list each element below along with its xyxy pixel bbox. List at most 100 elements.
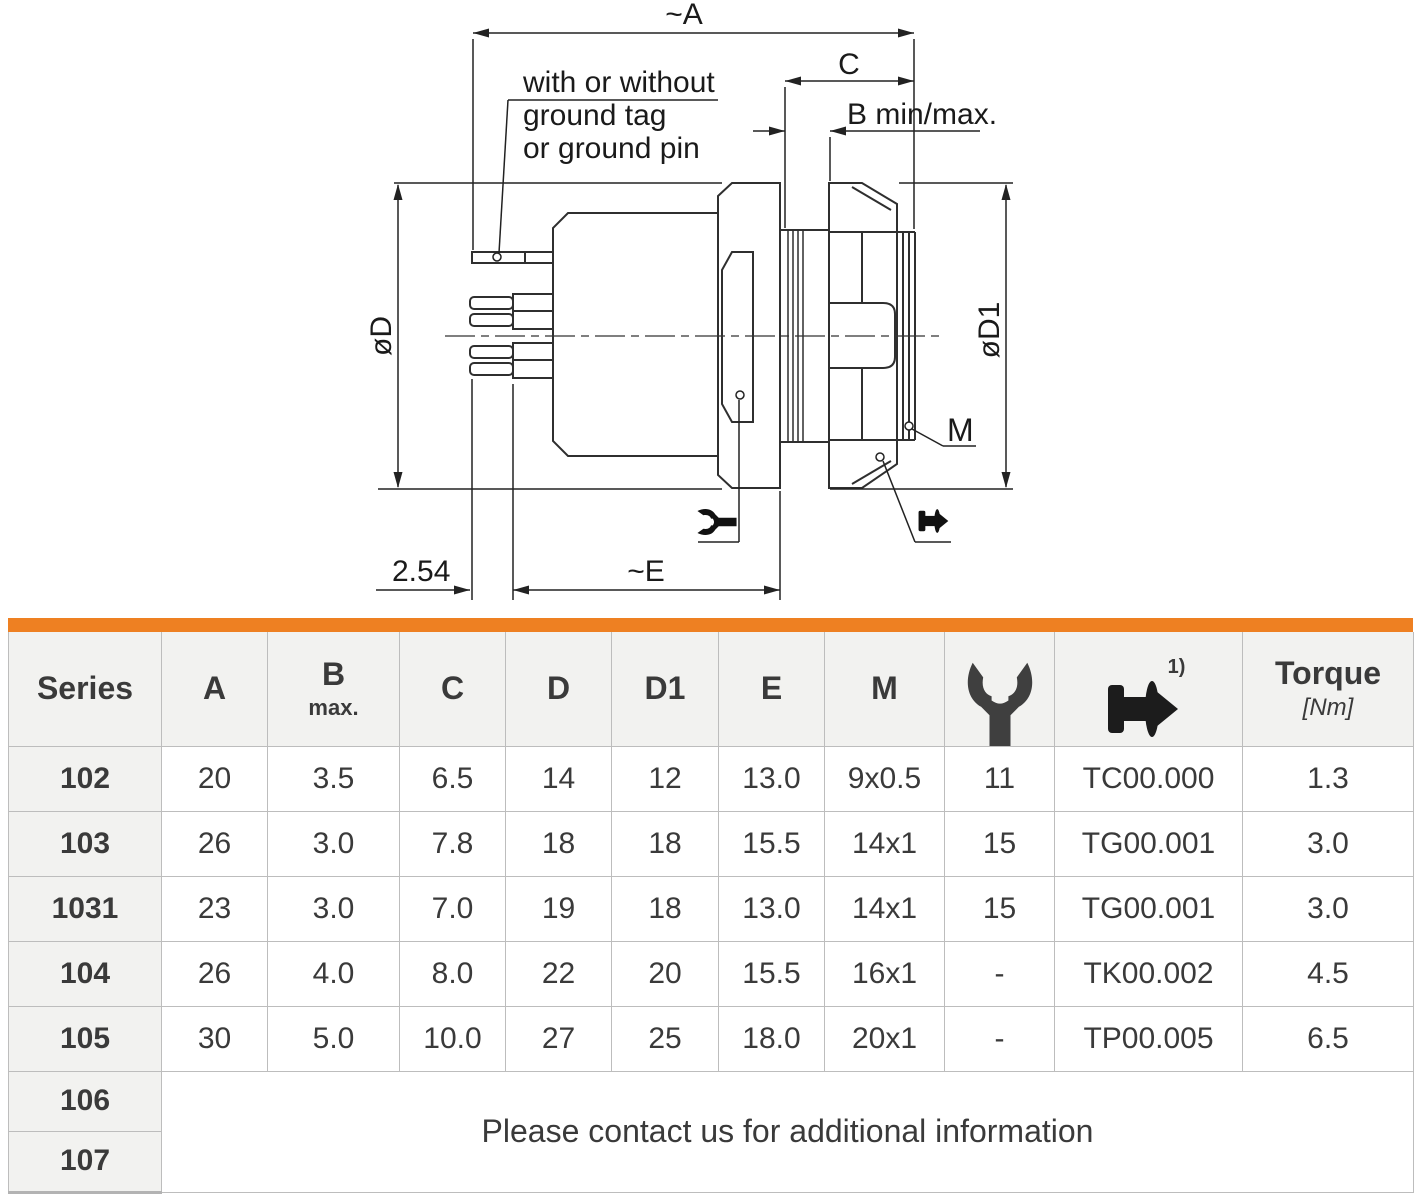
cell-b: 3.0 xyxy=(267,810,400,877)
cell-m: 16x1 xyxy=(824,940,945,1007)
series-cell: 107 xyxy=(8,1130,162,1194)
cell-tool: TC00.000 xyxy=(1054,745,1243,812)
col-header-torque-main: Torque xyxy=(1274,655,1382,692)
series-cell: 102 xyxy=(8,745,162,812)
series-cell: 1031 xyxy=(8,875,162,942)
cell-tool: TG00.001 xyxy=(1054,810,1243,877)
table-row: 104 26 4.0 8.0 22 20 15.5 16x1 - TK00.00… xyxy=(8,940,1414,1007)
cell-d: 18 xyxy=(505,810,612,877)
cell-d1: 18 xyxy=(611,810,719,877)
rear-body xyxy=(552,212,719,457)
col-header-torque: Torque [Nm] xyxy=(1242,632,1414,747)
cell-torque: 6.5 xyxy=(1242,1005,1414,1072)
cell-tool: TK00.002 xyxy=(1054,940,1243,1007)
cell-d: 27 xyxy=(505,1005,612,1072)
col-header-d: D xyxy=(505,632,612,747)
cell-c: 6.5 xyxy=(399,745,506,812)
series-cell: 105 xyxy=(8,1005,162,1072)
cell-a: 26 xyxy=(161,810,268,877)
cell-d: 19 xyxy=(505,875,612,942)
cell-d1: 25 xyxy=(611,1005,719,1072)
cell-e: 15.5 xyxy=(718,810,825,877)
col-header-c: C xyxy=(399,632,506,747)
cell-torque: 3.0 xyxy=(1242,810,1414,877)
table-row: 107 xyxy=(8,1130,1414,1194)
cell-b: 4.0 xyxy=(267,940,400,1007)
cell-m: 14x1 xyxy=(824,875,945,942)
cell-m: 14x1 xyxy=(824,810,945,877)
table-row: 106 Please contact us for additional inf… xyxy=(8,1070,1414,1193)
connector-technical-drawing: ~A C B min/max. with or without ground t… xyxy=(365,0,1013,600)
cell-b: 3.0 xyxy=(267,875,400,942)
series-spec-table: Series A B max. C D D1 E M 1) Torq xyxy=(8,632,1414,1194)
dim-label-c: C xyxy=(838,48,860,81)
note-line-2: ground tag xyxy=(523,99,666,132)
cell-tool: TP00.005 xyxy=(1054,1005,1243,1072)
table-row: 103 26 3.0 7.8 18 18 15.5 14x1 15 TG00.0… xyxy=(8,810,1414,877)
cell-c: 7.8 xyxy=(399,810,506,877)
dia-label-d1: øD1 xyxy=(973,302,1006,359)
dim-label-a: ~A xyxy=(665,0,703,31)
cell-b: 3.5 xyxy=(267,745,400,812)
note-line-1: with or without xyxy=(522,66,715,99)
drawing-canvas: ~A C B min/max. with or without ground t… xyxy=(365,0,1013,600)
cell-tool: TG00.001 xyxy=(1054,875,1243,942)
cell-a: 23 xyxy=(161,875,268,942)
cell-torque: 4.5 xyxy=(1242,940,1414,1007)
dim-label-b: B min/max. xyxy=(847,98,997,131)
cell-wrench: - xyxy=(944,1005,1055,1072)
table-row: 105 30 5.0 10.0 27 25 18.0 20x1 - TP00.0… xyxy=(8,1005,1414,1072)
dimension-lines xyxy=(376,32,1013,600)
cell-c: 10.0 xyxy=(399,1005,506,1072)
dimension-arrows xyxy=(393,28,1011,595)
cell-wrench: 15 xyxy=(944,810,1055,877)
series-cell: 106 xyxy=(8,1070,162,1132)
col-header-a: A xyxy=(161,632,268,747)
cell-e: 15.5 xyxy=(718,940,825,1007)
col-header-e: E xyxy=(718,632,825,747)
footnote-marker: 1) xyxy=(1167,656,1186,679)
leader-points xyxy=(492,252,914,462)
col-header-b: B max. xyxy=(267,632,400,747)
pitch-label: 2.54 xyxy=(392,555,450,588)
series-cell: 103 xyxy=(8,810,162,877)
cell-wrench: 11 xyxy=(944,745,1055,812)
wrench-icon xyxy=(967,662,1032,745)
header-row: Series A B max. C D D1 E M 1) Torq xyxy=(8,632,1414,747)
cell-a: 30 xyxy=(161,1005,268,1072)
col-header-m: M xyxy=(824,632,945,747)
cell-d1: 12 xyxy=(611,745,719,812)
contact-note: Please contact us for additional informa… xyxy=(161,1070,1414,1193)
col-header-tool: 1) xyxy=(1054,632,1243,747)
cell-a: 26 xyxy=(161,940,268,1007)
note-line-3: or ground pin xyxy=(523,132,700,165)
table-row: 1031 23 3.0 7.0 19 18 13.0 14x1 15 TG00.… xyxy=(8,875,1414,942)
open-end-wrench-icon xyxy=(697,508,737,536)
col-header-wrench xyxy=(944,632,1055,747)
col-header-b-sub: max. xyxy=(308,695,359,721)
cell-a: 20 xyxy=(161,745,268,812)
cell-wrench: - xyxy=(944,940,1055,1007)
table-row: 102 20 3.5 6.5 14 12 13.0 9x0.5 11 TC00.… xyxy=(8,745,1414,812)
cell-e: 18.0 xyxy=(718,1005,825,1072)
mounting-tool-icon xyxy=(918,509,949,533)
col-header-series: Series xyxy=(8,632,162,747)
accent-bar xyxy=(8,618,1413,632)
cell-torque: 1.3 xyxy=(1242,745,1414,812)
cell-c: 7.0 xyxy=(399,875,506,942)
cell-e: 13.0 xyxy=(718,745,825,812)
cell-m: 9x0.5 xyxy=(824,745,945,812)
cell-d1: 20 xyxy=(611,940,719,1007)
cell-wrench: 15 xyxy=(944,875,1055,942)
cell-e: 13.0 xyxy=(718,875,825,942)
spec-sheet: Series A B max. C D D1 E M 1) Torq xyxy=(8,618,1414,1194)
cell-c: 8.0 xyxy=(399,940,506,1007)
col-header-b-main: B xyxy=(321,656,346,693)
dim-label-e: ~E xyxy=(627,555,665,588)
cell-b: 5.0 xyxy=(267,1005,400,1072)
thread-label-m: M xyxy=(947,412,974,448)
cell-m: 20x1 xyxy=(824,1005,945,1072)
cell-d: 22 xyxy=(505,940,612,1007)
col-header-torque-unit: [Nm] xyxy=(1302,694,1354,722)
ground-tag xyxy=(471,251,554,264)
